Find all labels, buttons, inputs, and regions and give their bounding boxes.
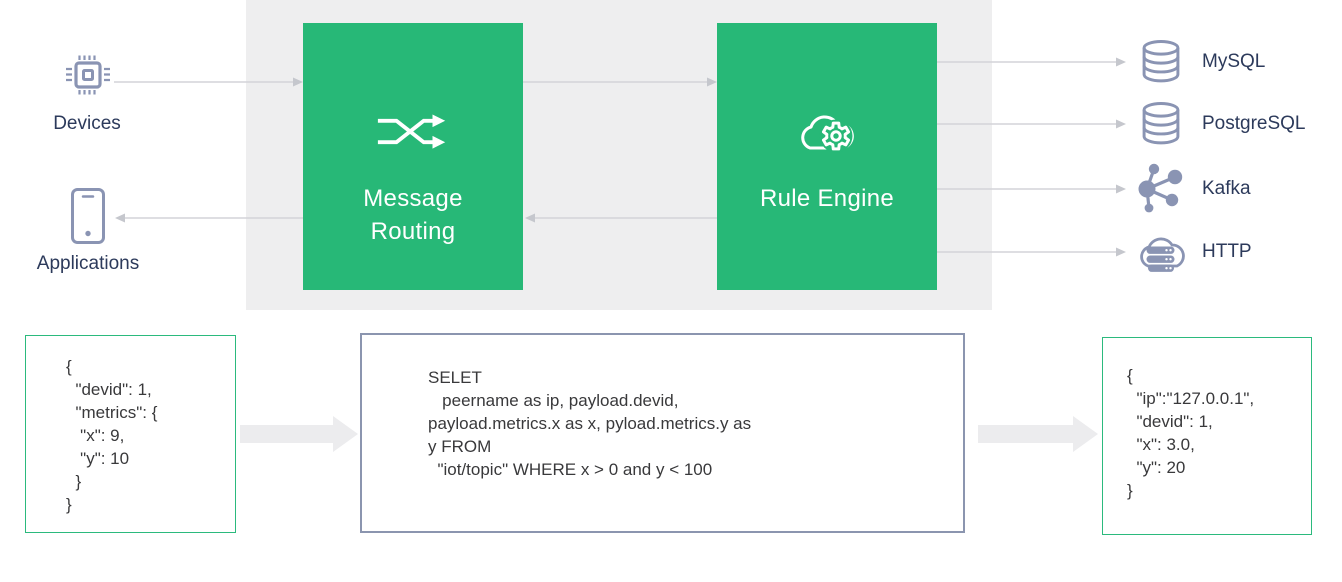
sink-mysql: MySQL	[1134, 36, 1265, 88]
cloud-server-icon	[1140, 237, 1185, 272]
database-icon	[1142, 102, 1180, 145]
rule-sql-box: SELET peername as ip, payload.devid, pay…	[360, 333, 965, 533]
chip-icon	[66, 55, 110, 95]
flow-arrow-input-to-sql-icon	[240, 416, 358, 452]
flow-arrow-sql-to-output-icon	[978, 416, 1098, 452]
kafka-icon	[1138, 163, 1183, 213]
sink-label: MySQL	[1202, 51, 1266, 72]
shuffle-icon	[377, 114, 446, 149]
rule-engine-label: Rule Engine	[759, 185, 895, 212]
rule-engine-node: Rule Engine	[717, 23, 937, 290]
sink-postgresql: PostgreSQL	[1134, 98, 1306, 150]
applications-label: Applications	[36, 253, 140, 274]
sink-label: PostgreSQL	[1202, 113, 1306, 134]
smartphone-icon	[71, 188, 105, 244]
sink-label: HTTP	[1202, 241, 1252, 262]
database-icon	[1142, 40, 1180, 83]
input-payload-box: { "devid": 1, "metrics": { "x": 9, "y": …	[25, 335, 236, 533]
cloud-gear-icon	[801, 115, 854, 153]
devices-label: Devices	[53, 113, 121, 134]
sink-kafka: Kafka	[1134, 163, 1251, 215]
output-payload-box: { "ip":"127.0.0.1", "devid": 1, "x": 3.0…	[1102, 337, 1312, 535]
sink-http: HTTP	[1134, 226, 1252, 278]
sink-label: Kafka	[1202, 178, 1251, 199]
message-routing-label: Message Routing	[363, 185, 463, 245]
message-routing-node: Message Routing	[303, 23, 523, 290]
